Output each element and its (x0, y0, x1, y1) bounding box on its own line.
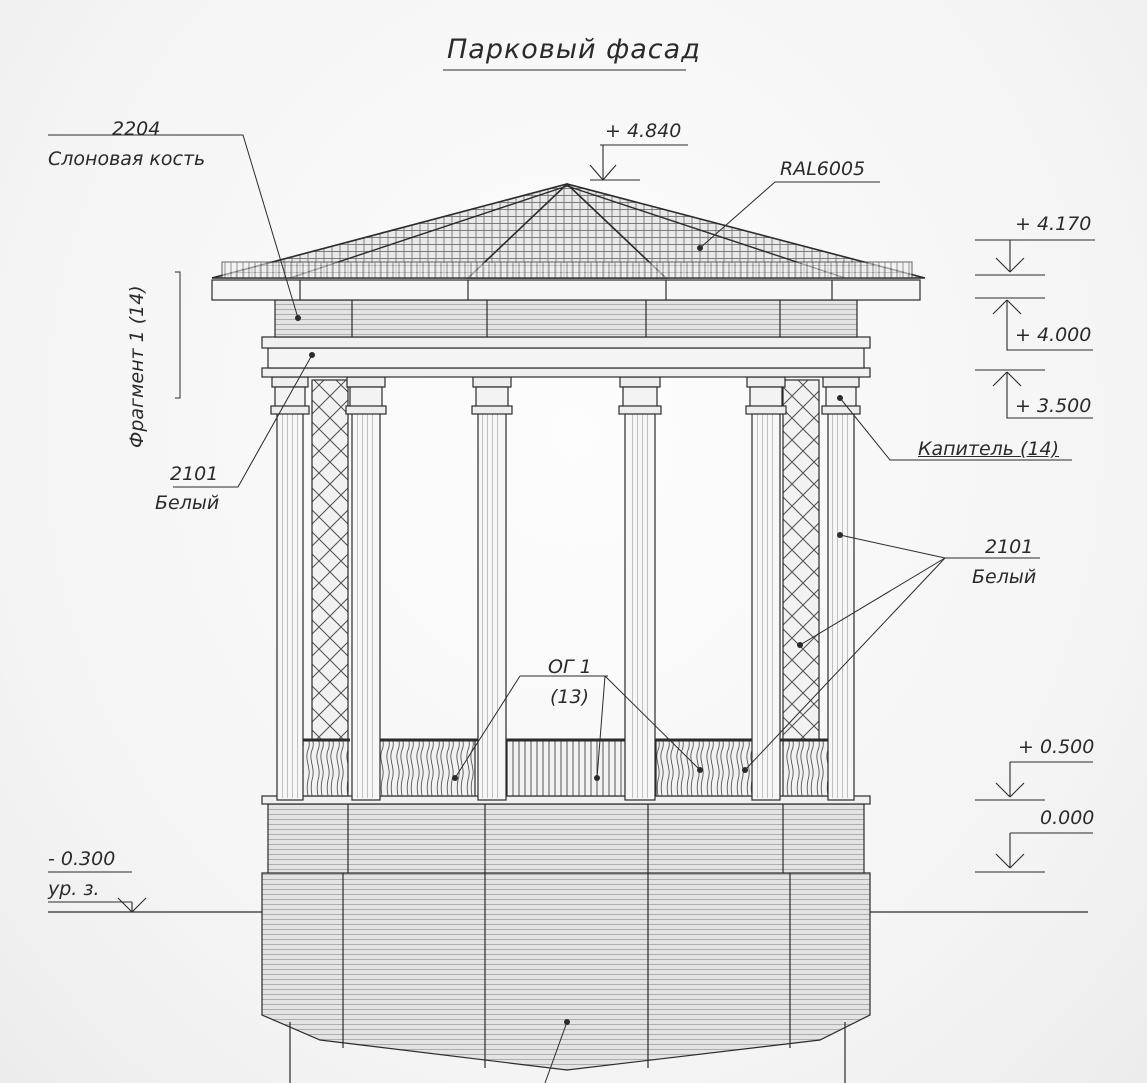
column (471, 376, 513, 801)
column (345, 376, 387, 801)
leader-dots (295, 245, 843, 1025)
level-markers (48, 144, 1095, 913)
columns (270, 376, 861, 801)
plinth (267, 799, 865, 874)
roof-color-label: RAL6005 (780, 158, 866, 180)
level-capital: + 3.500 (1015, 395, 1092, 417)
capital-label: Капитель (14) (918, 438, 1060, 460)
lattice-panel-right (782, 379, 820, 741)
level-zero: 0.000 (1040, 807, 1095, 829)
level-entablature: + 4.000 (1015, 324, 1092, 346)
frieze (274, 299, 858, 338)
white-right-name-label: Белый (972, 566, 1037, 588)
level-top: + 4.840 (605, 120, 682, 142)
railing-ref-label: (13) (550, 686, 590, 708)
column (270, 376, 310, 801)
column (618, 376, 662, 801)
ground-label: ур. з. (48, 878, 100, 900)
railing-code-label: ОГ 1 (548, 656, 592, 678)
foundation (261, 872, 871, 1071)
label-underlines (443, 69, 1040, 677)
white-right-code-label: 2101 (985, 536, 1034, 558)
leader-lines (48, 134, 1072, 1083)
white-left-name-label: Белый (155, 492, 220, 514)
fragment-label: Фрагмент 1 (14) (126, 285, 148, 448)
column (745, 376, 787, 801)
ivory-name-label: Слоновая кость (48, 148, 206, 170)
cornice (211, 279, 921, 301)
column (821, 376, 861, 801)
level-eave: + 4.170 (1015, 213, 1092, 235)
level-floor: + 0.500 (1018, 736, 1095, 758)
drawing-title: Парковый фасад (447, 34, 701, 65)
ivory-code-label: 2204 (112, 118, 161, 140)
white-left-code-label: 2101 (170, 463, 219, 485)
lattice-panel-left (311, 379, 349, 741)
level-ground: - 0.300 (48, 848, 116, 870)
roof (211, 182, 926, 279)
